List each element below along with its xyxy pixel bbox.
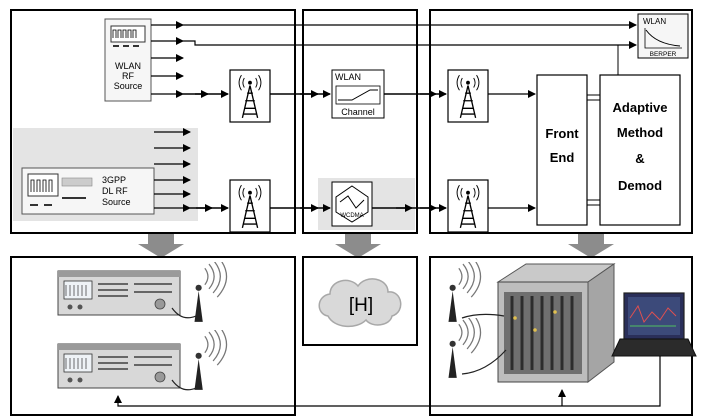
wlan-channel-label: Channel: [341, 107, 375, 117]
gpp-tx-box: [229, 179, 271, 233]
tx-frame: [10, 9, 296, 234]
adaptive-line2: Method: [617, 125, 663, 140]
frontend-to-adaptive-lines: [587, 94, 600, 206]
front-end-line1: Front: [545, 126, 579, 141]
channel-hardware-frame: [302, 256, 418, 346]
berper-title: WLAN: [643, 17, 666, 26]
gpp-source-line2: DL RF: [102, 186, 128, 196]
adaptive-line4: Demod: [618, 178, 662, 193]
down-arrow-rx: [568, 234, 614, 258]
tx-hardware-frame: [10, 256, 296, 416]
rx-top-box: [447, 69, 489, 123]
wlan-source-line3: Source: [114, 81, 143, 91]
rx-antenna-cable-1: [461, 313, 505, 319]
gpp-source-outputs: [154, 128, 191, 212]
signal-generator-top: [57, 270, 181, 316]
gpp-source-line1: 3GPP: [102, 175, 126, 185]
down-arrow-tx: [138, 234, 184, 258]
rx-frame: [429, 9, 693, 234]
rx-bottom-box: [447, 179, 489, 233]
wlan-rf-source: WLAN RF Source: [104, 18, 152, 102]
wlan-source-outputs: [151, 21, 184, 98]
feedback-line: [114, 356, 661, 407]
down-arrows: [138, 234, 614, 258]
down-arrow-channel: [335, 234, 381, 258]
gpp-rf-source: 3GPP DL RF Source: [21, 167, 155, 215]
channel-frame: [302, 9, 418, 234]
rx-antenna-cable-2: [461, 349, 507, 375]
sg-bottom-cable: [171, 379, 197, 391]
adaptive-line1: Adaptive: [613, 100, 668, 115]
tx-antenna-bottom-icon: [193, 330, 228, 391]
front-end-block: [536, 74, 588, 226]
tx-antenna-top-icon: [193, 262, 228, 323]
wcdma-channel-block: WCDMA: [331, 181, 373, 227]
sg-top-cable: [171, 307, 197, 319]
berper-block: WLAN BERPER: [637, 13, 689, 59]
berper-label: BERPER: [650, 51, 677, 58]
wlan-tx-box: [229, 69, 271, 123]
laptop: [611, 292, 697, 357]
rx-antenna-top-icon: [447, 262, 482, 323]
wcdma-label: WCDMA: [340, 213, 363, 219]
adaptive-demod-block: [599, 74, 681, 226]
signal-generator-bottom: [57, 343, 181, 389]
wlan-channel-title: WLAN: [335, 72, 361, 82]
wlan-channel-block: WLAN Channel: [331, 69, 385, 119]
channel-cloud-label: [H]: [349, 295, 373, 316]
rx-hardware-frame: [429, 256, 693, 416]
wlan-source-line2: RF: [122, 71, 134, 81]
adaptive-line3: &: [635, 151, 644, 166]
wlan-source-line1: WLAN: [115, 61, 141, 71]
pxi-chassis: [496, 263, 616, 384]
ref-line-second: [183, 40, 637, 49]
channel-cloud: [H]: [318, 278, 402, 328]
front-end-line2: End: [550, 150, 575, 165]
gpp-source-line3: Source: [102, 197, 131, 207]
